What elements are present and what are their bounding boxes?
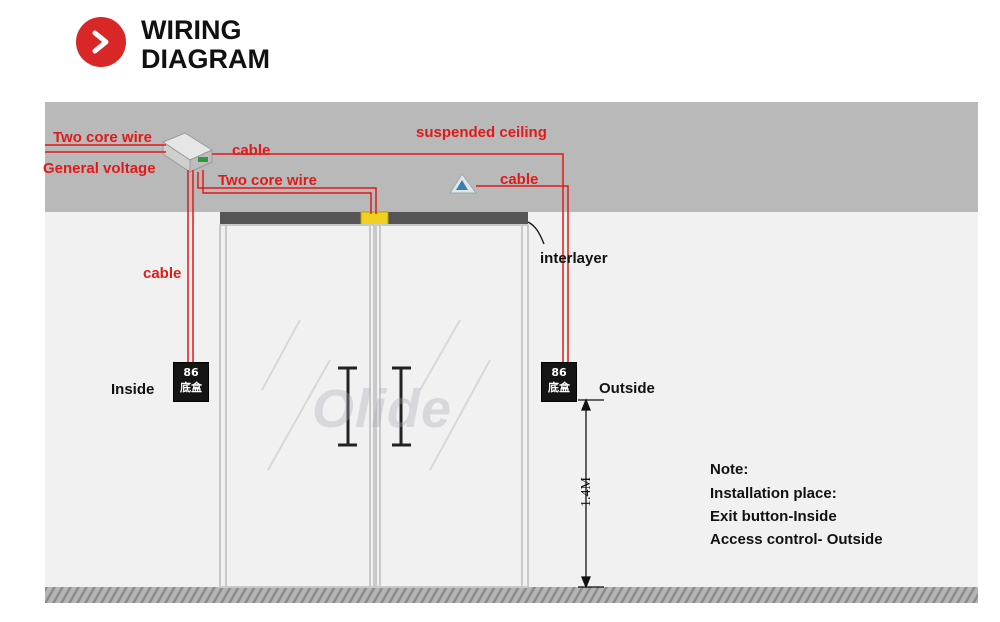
brand-watermark: Olide — [312, 379, 453, 439]
label-cable-left: cable — [143, 265, 182, 282]
interlayer-pointer — [527, 221, 545, 245]
wires — [45, 144, 569, 364]
label-cable-top: cable — [232, 142, 271, 159]
label-two-core-wire-mid: Two core wire — [218, 172, 317, 189]
junction-box-chars: 底盒 — [548, 381, 570, 394]
note-line: Installation place: — [710, 485, 837, 502]
junction-box-number: 86 — [183, 366, 199, 379]
door-handle-left — [338, 366, 357, 447]
door-handle-right — [392, 366, 411, 447]
label-height: 1.4M — [578, 477, 594, 507]
junction-box-chars: 底盒 — [180, 381, 202, 394]
header-icon-badge — [76, 17, 126, 67]
page-title: WIRING DIAGRAM — [141, 16, 270, 74]
label-inside: Inside — [111, 381, 155, 398]
label-outside: Outside — [599, 380, 655, 397]
ceiling-sensor-icon — [449, 173, 477, 194]
label-general-voltage: General voltage — [43, 160, 156, 177]
label-cable-right: cable — [500, 171, 539, 188]
note-line: Exit button-Inside — [710, 508, 837, 525]
power-supply-box — [161, 132, 214, 173]
glass-door — [219, 224, 529, 588]
height-dimension — [578, 398, 604, 589]
label-suspended-ceiling: suspended ceiling — [416, 124, 547, 141]
note-title: Note: — [710, 461, 749, 478]
junction-box-outside: 86 底盒 — [541, 362, 577, 402]
chevron-right-icon — [92, 30, 109, 54]
note-line: Access control- Outside — [710, 531, 883, 548]
electric-lock — [360, 211, 389, 226]
title-line-2: DIAGRAM — [141, 44, 270, 74]
junction-box-inside: 86 底盒 — [173, 362, 209, 402]
label-interlayer: interlayer — [540, 250, 608, 267]
label-two-core-wire-top: Two core wire — [53, 129, 152, 146]
glass-reflections — [261, 319, 491, 471]
title-line-1: WIRING — [141, 15, 242, 45]
floor — [45, 587, 978, 603]
junction-box-number: 86 — [551, 366, 567, 379]
